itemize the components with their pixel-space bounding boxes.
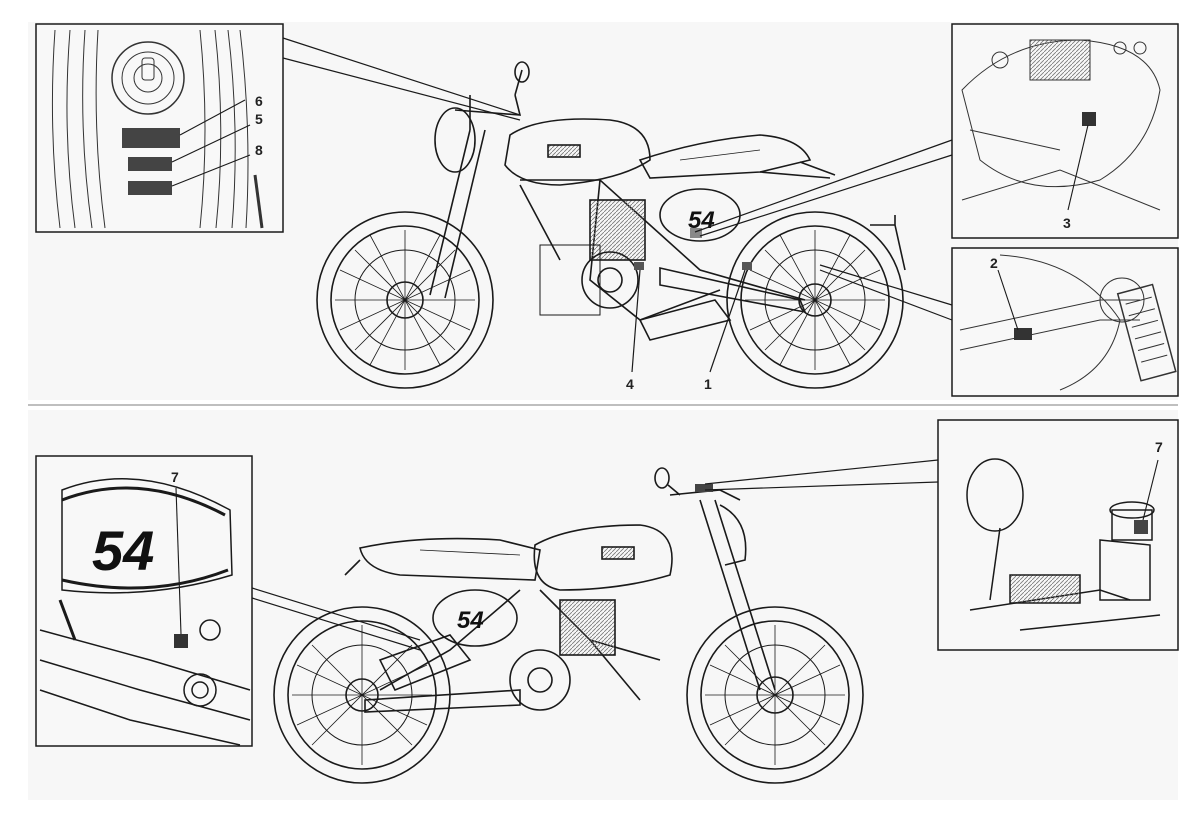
callout-3: 3 <box>1063 215 1071 231</box>
brake-reservoir-zoom-panel <box>937 419 1179 651</box>
callout-1: 1 <box>704 376 712 392</box>
callout-7-side-panel: 7 <box>171 469 179 485</box>
bottom-leader-lines <box>251 459 939 651</box>
top-front-wheel <box>316 211 494 389</box>
top-motorcycle <box>316 61 906 389</box>
callout-4: 4 <box>626 376 634 392</box>
callout-5: 5 <box>255 111 263 127</box>
rear-label-zoom-panel <box>951 247 1179 397</box>
callout-6: 6 <box>255 93 263 109</box>
bottom-tank-number: 54 <box>457 607 484 634</box>
tank-cap-zoom-panel <box>35 23 284 233</box>
top-rear-wheel <box>726 211 904 389</box>
frame-label-zoom-panel <box>951 23 1179 239</box>
bottom-front-wheel <box>686 606 864 784</box>
zoom-panel-tank-number: 54 <box>92 519 154 582</box>
callout-2: 2 <box>990 255 998 271</box>
side-panel-zoom-panel <box>35 455 253 747</box>
bottom-rear-wheel <box>273 606 451 784</box>
callout-7-reservoir: 7 <box>1155 439 1163 455</box>
bottom-motorcycle <box>273 467 864 784</box>
callout-8: 8 <box>255 142 263 158</box>
top-leader-lines <box>282 37 953 373</box>
